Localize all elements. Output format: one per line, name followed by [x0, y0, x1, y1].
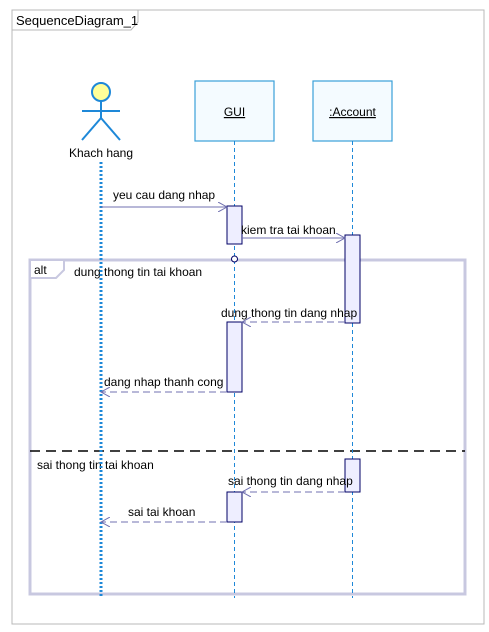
- alt-operator-label: alt: [34, 263, 47, 277]
- message-sai-thong-tin-dang-nhap-label: sai thong tin dang nhap: [228, 474, 353, 488]
- message-dung-thong-tin-dang-nhap-label: dung thong tin dang nhap: [221, 306, 357, 320]
- participant-account-label: :Account: [329, 105, 376, 119]
- alt-guard-1: dung thong tin tai khoan: [74, 265, 202, 279]
- activation-account-1: [344, 234, 361, 324]
- actor-name: Khach hang: [69, 146, 133, 160]
- alt-guard-2: sai thong tin tai khoan: [37, 458, 154, 472]
- activation-gui-2: [226, 321, 243, 393]
- activation-gui-end-marker: [231, 255, 238, 263]
- message-yeu-cau-dang-nhap-label: yeu cau dang nhap: [113, 188, 215, 202]
- diagram-title-tab: [11, 9, 139, 31]
- participant-gui-box[interactable]: [194, 80, 275, 142]
- message-kiem-tra-tai-khoan-label: kiem tra tai khoan: [241, 223, 336, 237]
- activation-account-2: [344, 458, 361, 493]
- diagram-title: SequenceDiagram_1: [16, 13, 138, 28]
- message-sai-tai-khoan-label: sai tai khoan: [128, 505, 195, 519]
- alt-fragment: [28, 258, 467, 596]
- alt-operator-tab: [29, 259, 65, 279]
- activation-gui-3: [226, 491, 243, 523]
- activation-gui-1: [226, 205, 243, 245]
- participant-gui-label: GUI: [224, 105, 245, 119]
- actor-khach-hang-icon[interactable]: [81, 82, 121, 141]
- message-dang-nhap-thanh-cong-label: dang nhap thanh cong: [104, 375, 223, 389]
